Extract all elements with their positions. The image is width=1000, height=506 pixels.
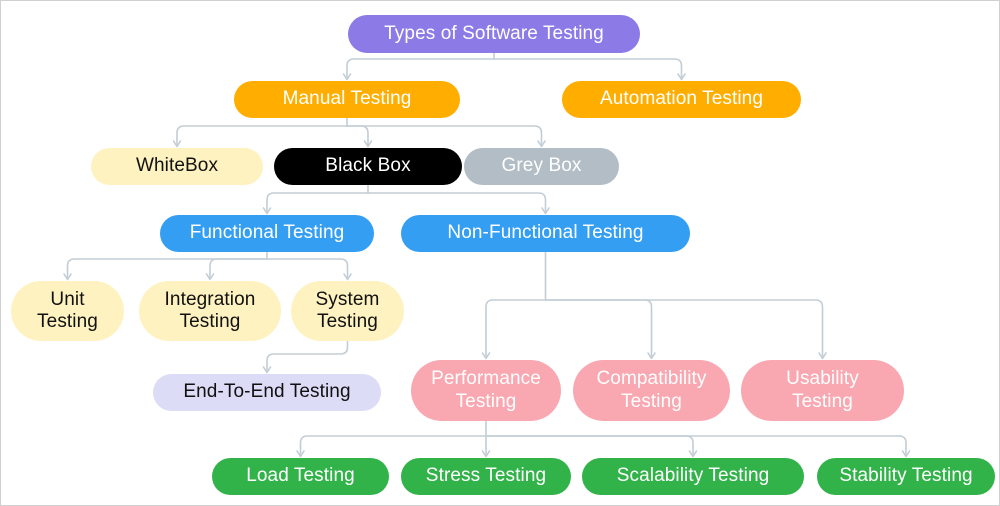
edge-functional-to-integration xyxy=(205,258,268,281)
node-system[interactable]: System Testing xyxy=(291,281,404,341)
edge-nonfunctional-to-compatibility xyxy=(544,299,656,360)
arrowhead-icon xyxy=(481,352,491,360)
edge-nonfunctional-to-performance xyxy=(481,299,547,360)
edge-performance-to-stability xyxy=(485,435,911,458)
node-functional[interactable]: Functional Testing xyxy=(160,215,374,252)
edge-performance-to-scalability xyxy=(485,435,698,458)
arrowhead-icon xyxy=(262,366,272,374)
edge-performance-to-stress xyxy=(481,435,491,458)
arrowhead-icon xyxy=(342,73,352,81)
arrowhead-icon xyxy=(343,273,352,281)
arrowhead-icon xyxy=(818,352,827,360)
node-blackbox[interactable]: Black Box xyxy=(274,148,462,185)
node-greybox[interactable]: Grey Box xyxy=(464,148,619,185)
node-unit[interactable]: Unit Testing xyxy=(11,281,124,341)
arrowhead-icon xyxy=(537,140,546,148)
node-load[interactable]: Load Testing xyxy=(212,458,389,495)
edge-nonfunctional-to-usability xyxy=(544,299,827,360)
node-nonfunctional[interactable]: Non-Functional Testing xyxy=(401,215,690,252)
edge-functional-to-system xyxy=(266,258,352,281)
arrowhead-icon xyxy=(63,273,72,281)
node-endtoend[interactable]: End-To-End Testing xyxy=(153,374,381,411)
arrowhead-icon xyxy=(363,140,373,148)
edge-root-to-manual xyxy=(342,58,495,81)
node-compatibility[interactable]: Compatibility Testing xyxy=(573,360,730,421)
edge-manual-to-whitebox xyxy=(172,125,348,148)
edge-manual-to-blackbox xyxy=(346,125,373,148)
node-scalability[interactable]: Scalability Testing xyxy=(582,458,804,495)
arrowhead-icon xyxy=(172,140,182,148)
arrowhead-icon xyxy=(901,450,911,458)
edge-system-to-endtoend xyxy=(262,340,349,374)
edge-performance-to-load xyxy=(296,435,487,458)
node-stability[interactable]: Stability Testing xyxy=(817,458,995,495)
node-whitebox[interactable]: WhiteBox xyxy=(91,148,263,185)
edge-blackbox-to-functional xyxy=(262,192,369,215)
node-integration[interactable]: Integration Testing xyxy=(139,281,281,341)
arrowhead-icon xyxy=(541,207,550,215)
arrowhead-icon xyxy=(262,207,272,215)
edge-root-to-automation xyxy=(493,58,686,81)
arrowhead-icon xyxy=(205,273,215,281)
node-manual[interactable]: Manual Testing xyxy=(234,81,460,118)
node-root[interactable]: Types of Software Testing xyxy=(348,15,640,53)
arrowhead-icon xyxy=(481,450,491,458)
node-usability[interactable]: Usability Testing xyxy=(741,360,904,421)
node-stress[interactable]: Stress Testing xyxy=(401,458,571,495)
arrowhead-icon xyxy=(677,73,686,81)
edge-functional-to-unit xyxy=(63,258,268,281)
arrowhead-icon xyxy=(647,352,656,360)
arrowhead-icon xyxy=(296,450,305,458)
node-automation[interactable]: Automation Testing xyxy=(562,81,801,118)
edge-blackbox-to-nonfunctional xyxy=(367,192,550,215)
edge-manual-to-greybox xyxy=(346,125,546,148)
arrowhead-icon xyxy=(688,450,698,458)
node-performance[interactable]: Performance Testing xyxy=(411,360,561,421)
